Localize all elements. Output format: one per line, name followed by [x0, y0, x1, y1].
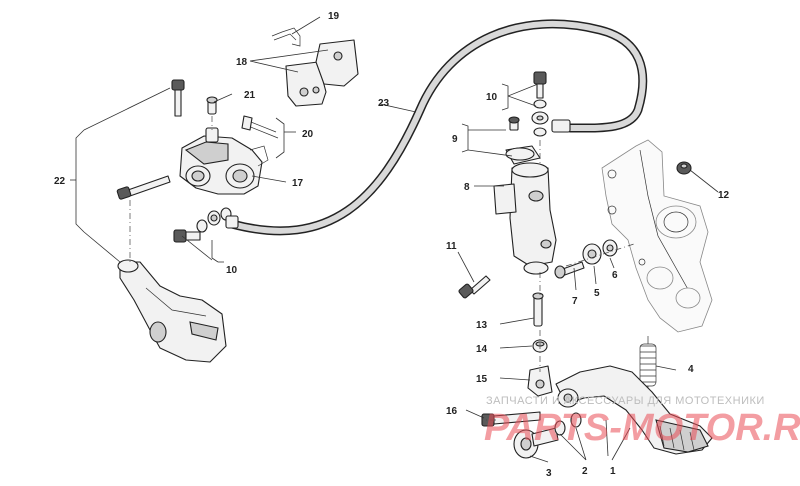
pad-spring [271, 27, 301, 47]
bolt-11 [458, 275, 491, 299]
callout-15: 15 [476, 374, 488, 385]
callout-23: 23 [378, 98, 390, 109]
leader-lines [70, 16, 719, 463]
brake-pedal [555, 365, 713, 455]
brake-caliper [179, 127, 269, 195]
callout-1: 1 [610, 466, 616, 477]
callout-10-lower: 10 [226, 265, 238, 276]
callout-7: 7 [572, 296, 578, 307]
callout-9: 9 [452, 134, 458, 145]
callout-19: 19 [328, 11, 340, 22]
watermark-tagline: ЗАПЧАСТИ И АКСЕССУАРЫ ДЛЯ МОТОТЕХНИКИ [486, 395, 765, 407]
callout-20: 20 [302, 129, 314, 140]
callout-12: 12 [718, 190, 730, 201]
clevis [527, 365, 553, 397]
callout-13: 13 [476, 320, 488, 331]
nut-12 [676, 161, 692, 175]
master-cylinder [493, 145, 557, 275]
callout-6: 6 [612, 270, 618, 281]
watermark: ЗАПЧАСТИ И АКСЕССУАРЫ ДЛЯ МОТОТЕХНИКИ PA… [484, 395, 800, 449]
callout-2: 2 [582, 466, 588, 477]
callout-21: 21 [244, 90, 256, 101]
pivot-bolt [481, 411, 541, 427]
master-cylinder-banjo [508, 71, 549, 137]
callout-18: 18 [236, 57, 248, 68]
mount-spacers [554, 239, 618, 279]
callout-17: 17 [292, 178, 304, 189]
callout-16: 16 [446, 406, 458, 417]
callout-14: 14 [476, 344, 488, 355]
pivot-sleeve-washers [513, 412, 582, 459]
bleeder-valve [206, 96, 218, 115]
callout-8: 8 [464, 182, 470, 193]
callout-5: 5 [594, 288, 600, 299]
callout-11: 11 [446, 241, 457, 252]
callout-10-upper: 10 [486, 92, 498, 103]
callout-labels: 19 18 21 20 17 22 10 23 10 9 8 11 7 5 6 … [54, 11, 730, 479]
caliper-long-bolt [116, 175, 171, 200]
frame-footpeg-bracket [601, 139, 713, 333]
pad-pin-clip [241, 115, 279, 139]
watermark-logo: PARTS-MOTOR.RU [484, 407, 800, 449]
brake-hose [225, 19, 648, 236]
callout-4: 4 [688, 364, 694, 375]
callout-22: 22 [54, 176, 66, 187]
push-rod [532, 292, 544, 327]
caliper-mount-bracket [117, 259, 227, 363]
caliper-upper-bolt [171, 79, 185, 117]
callout-3: 3 [546, 468, 552, 479]
brake-pads [285, 39, 359, 107]
center-lines [129, 116, 635, 421]
